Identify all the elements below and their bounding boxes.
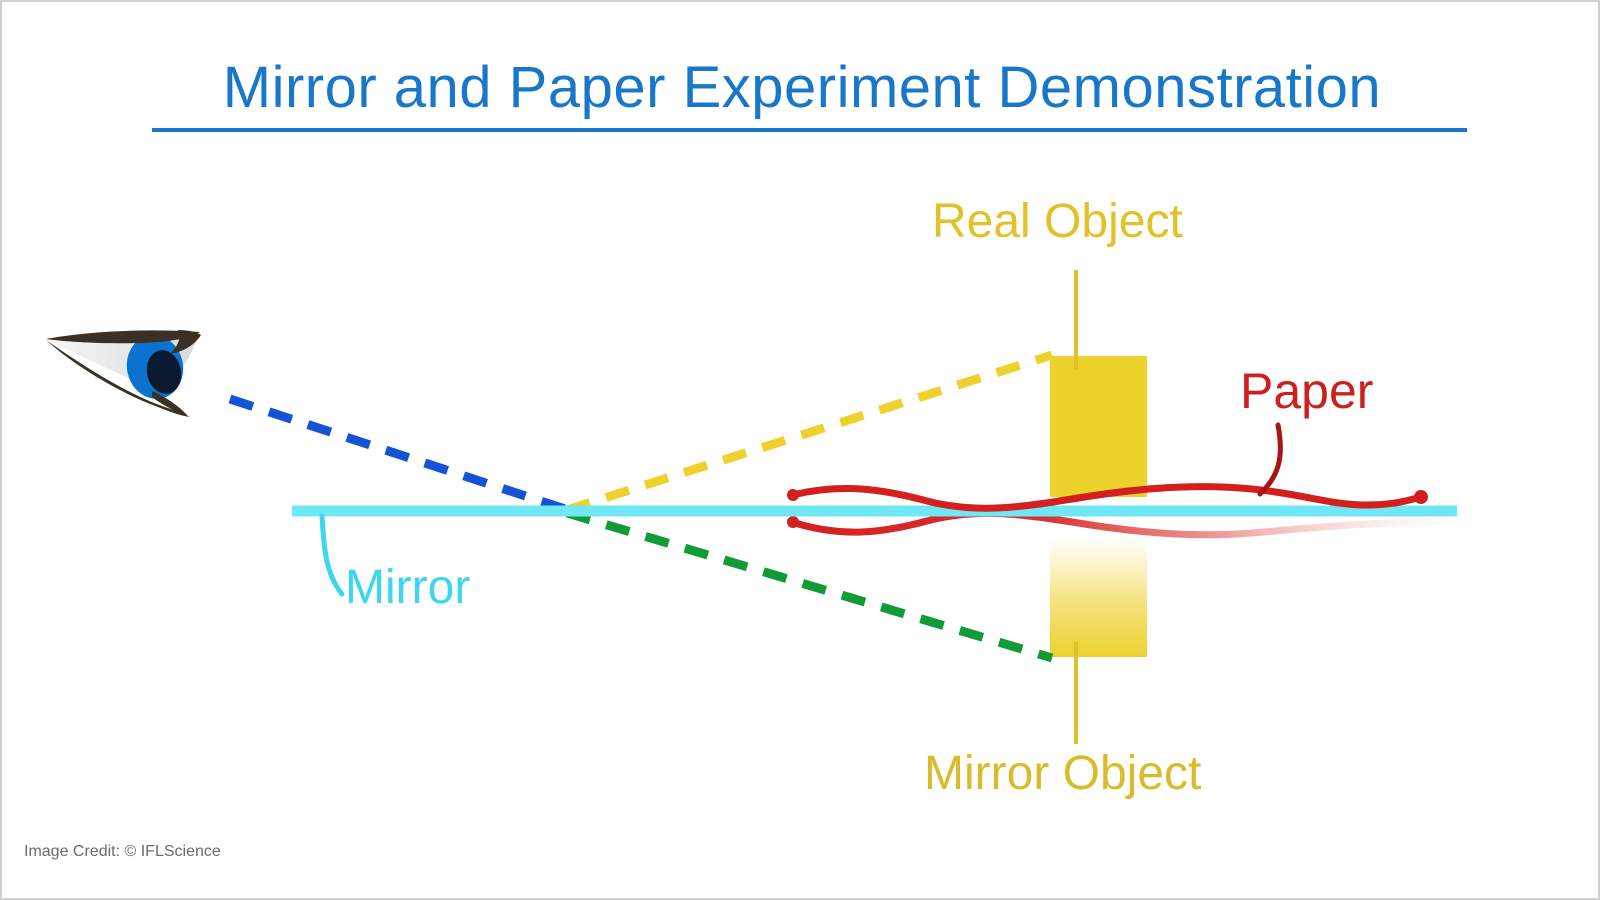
page-title: Mirror and Paper Experiment Demonstratio… (222, 55, 1382, 120)
ray-mirror-object-green (565, 508, 1054, 663)
title-underline (152, 128, 1467, 132)
ray-real-object-yellow (565, 350, 1054, 515)
ray-incident-blue (228, 394, 570, 515)
paper-left-dot (787, 489, 799, 501)
paper-label: Paper (1240, 363, 1374, 419)
mirror-object-label: Mirror Object (924, 747, 1202, 800)
mirror-leader-line (319, 513, 345, 597)
image-credit: Image Credit: © IFLScience (24, 843, 221, 860)
paper-leader-line (1257, 422, 1283, 497)
real-object-rect (1050, 356, 1147, 497)
mirror-object-rect (1050, 537, 1147, 657)
paper-reflection-left-dot (787, 516, 799, 528)
mirror-label: Mirror (345, 561, 471, 614)
eye-icon (46, 330, 201, 417)
paper-wave (788, 483, 1426, 512)
paper-right-dot (1414, 490, 1428, 504)
paper-reflection-wave (788, 509, 1461, 539)
real-object-label: Real Object (932, 195, 1183, 248)
